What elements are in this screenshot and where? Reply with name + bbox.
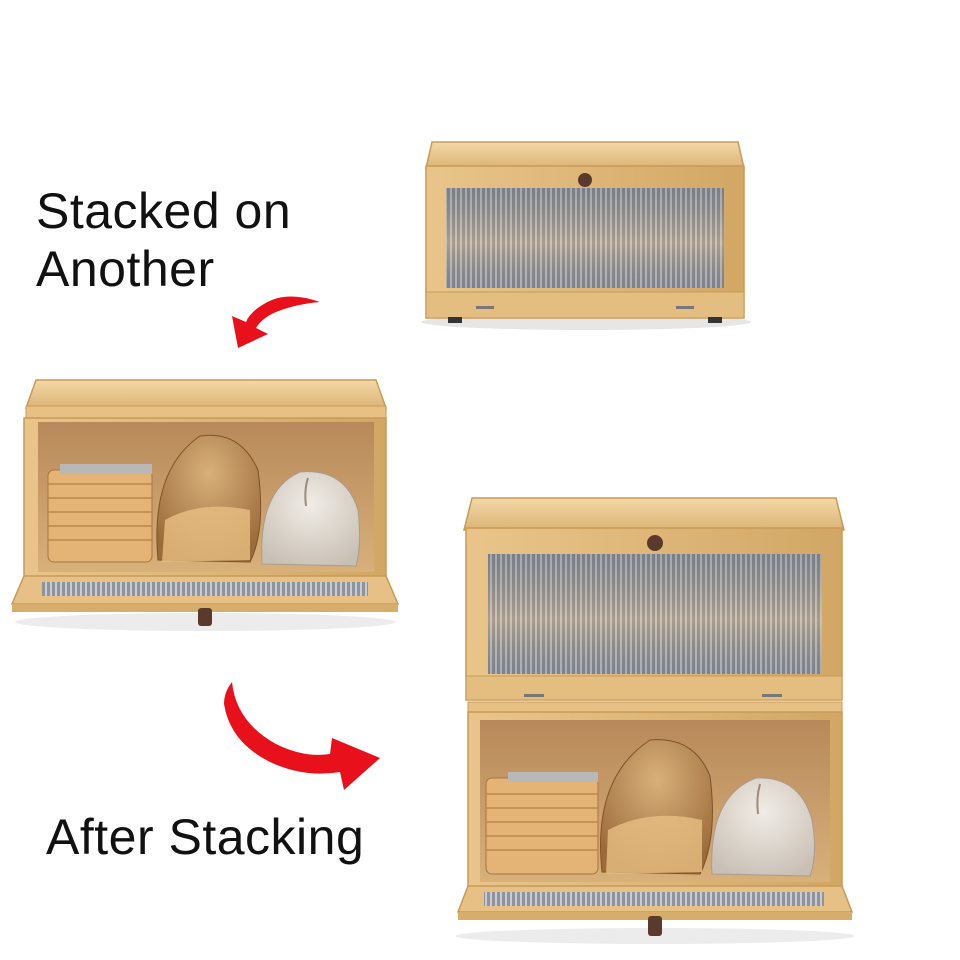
caption-after-stacking: After Stacking — [46, 809, 365, 865]
white-bread-loaf — [261, 471, 361, 567]
sliced-bread-loaf — [485, 772, 599, 875]
bread-box-closed-top — [421, 141, 751, 330]
knob-icon — [578, 173, 592, 187]
white-bread-loaf — [711, 777, 816, 877]
bread-box-open-left — [10, 379, 400, 631]
seeded-bread-loaf — [600, 739, 713, 875]
knob-icon — [647, 535, 663, 551]
bread-box-stacked — [455, 497, 855, 944]
caption-stacked-on-another: Stacked on Another — [36, 183, 292, 297]
sliced-bread-loaf — [47, 464, 153, 563]
arrow-curved-down-left-icon — [232, 296, 320, 348]
seeded-bread-loaf — [156, 434, 262, 563]
arrow-curved-right-down-icon — [224, 682, 380, 790]
